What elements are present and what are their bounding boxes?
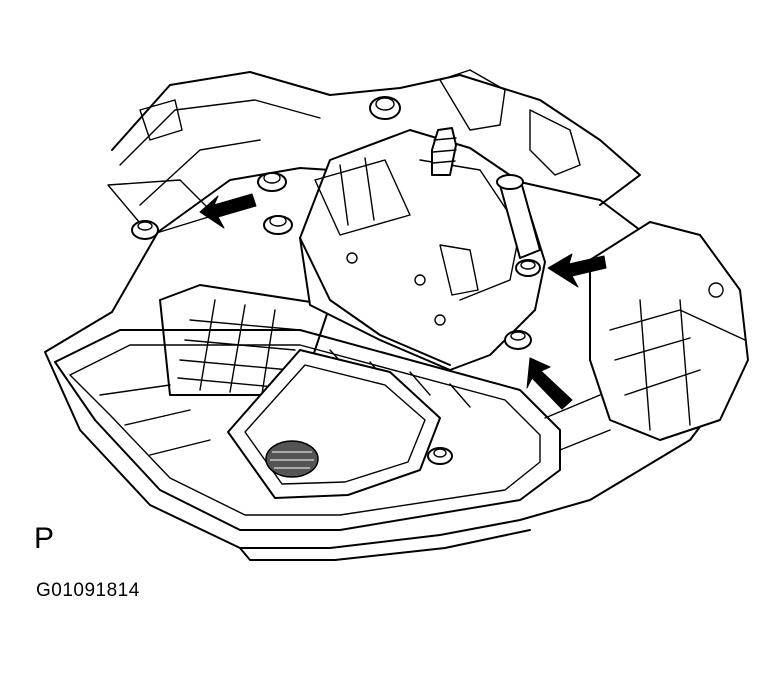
- oil-filter: [589, 221, 749, 441]
- solenoid-assembly: [299, 127, 546, 371]
- bolt-right: [515, 259, 541, 277]
- bolt-lower-left: [263, 215, 293, 235]
- bolt-lower-right: [504, 330, 532, 350]
- callout-arrows: [199, 193, 607, 410]
- bolt-housing-top: [369, 96, 401, 120]
- oil-strainer: [227, 349, 441, 499]
- arrow-right-upper-icon: [547, 253, 607, 288]
- bolt-housing-left: [131, 220, 159, 240]
- bolt-upper-left: [257, 172, 287, 192]
- view-label: P: [34, 522, 55, 555]
- figure-code: G01091814: [36, 580, 140, 601]
- mounting-bolts: [131, 96, 541, 465]
- bolt-pan-lower: [427, 447, 453, 465]
- arrow-right-lower-icon: [526, 357, 573, 410]
- strainer-mesh: [265, 440, 319, 478]
- valve-body-grille: [159, 284, 331, 396]
- arrow-left-icon: [199, 193, 257, 229]
